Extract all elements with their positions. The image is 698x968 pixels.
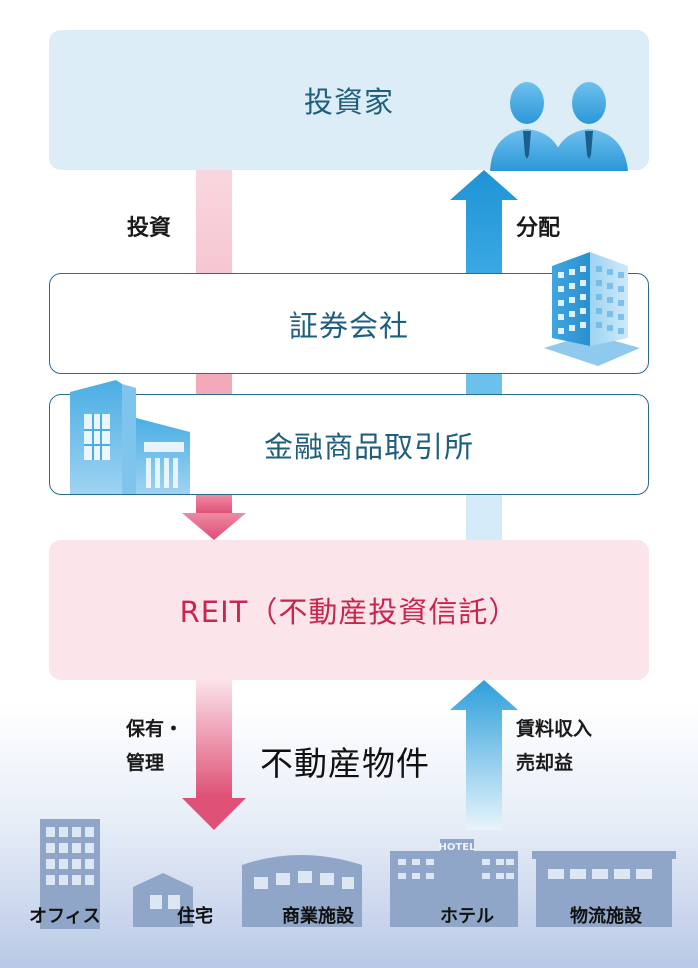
office-building-icon — [40, 819, 100, 929]
investors-icon — [490, 82, 628, 171]
reit-title: REIT（不動産投資信託） — [179, 595, 519, 629]
distribution-arrow — [450, 170, 518, 273]
distribution-label: 分配 — [516, 216, 561, 241]
ownership-label-line1: 保有・ — [126, 718, 184, 740]
hotel-label: ホテル — [440, 906, 494, 927]
investor-box: 投資家 — [49, 30, 649, 170]
securities-company-title: 証券会社 — [288, 308, 409, 343]
ownership-arrow — [182, 680, 246, 830]
buildings-silhouette: HOTEL — [40, 819, 676, 929]
residence-icon — [133, 873, 193, 927]
investment-flow-bar-mid — [196, 374, 232, 394]
distribution-flow-bar-bottom — [466, 495, 502, 540]
distribution-flow-bar-mid — [466, 374, 502, 394]
reit-box: REIT（不動産投資信託） — [49, 540, 649, 680]
residence-label: 住宅 — [177, 906, 213, 927]
office-label: オフィス — [29, 906, 101, 927]
logistics-label: 物流施設 — [570, 906, 642, 927]
property-title: 不動産物件 — [260, 744, 430, 783]
investor-title: 投資家 — [303, 85, 394, 119]
exchange-title: 金融商品取引所 — [263, 429, 474, 464]
office-tower-icon — [544, 252, 640, 366]
logistics-building-icon — [536, 855, 672, 927]
income-label: 賃料収入 売却益 — [516, 712, 592, 780]
exchange-building-icon — [70, 380, 190, 494]
income-arrow — [450, 680, 518, 830]
securities-company-box: 証券会社 — [49, 273, 649, 374]
ownership-label-line2: 管理 — [126, 752, 165, 774]
investment-flow-bar-top — [196, 170, 232, 273]
investment-label: 投資 — [127, 216, 172, 241]
investment-arrow — [182, 495, 246, 540]
commercial-label: 商業施設 — [282, 906, 354, 927]
ownership-label: 保有・ 管理 — [126, 712, 183, 780]
income-label-line1: 賃料収入 — [516, 718, 593, 740]
income-label-line2: 売却益 — [516, 752, 574, 774]
hotel-sign: HOTEL — [439, 842, 477, 853]
